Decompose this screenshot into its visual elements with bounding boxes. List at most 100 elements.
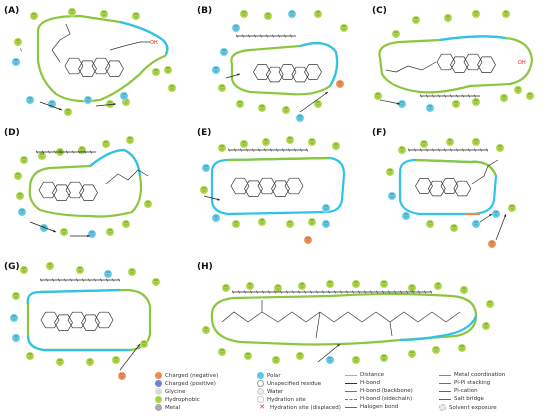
ring [453,180,472,197]
line-tick [19,48,23,52]
residue-number-mark [220,148,224,150]
residue-label-mark [390,193,394,195]
residue-label-mark [128,137,132,139]
residue-bubble [459,285,469,295]
residue-label-mark [488,301,492,303]
residue-label-mark [328,357,332,359]
line-tick [51,278,55,282]
residue-label-mark [154,69,158,71]
residue-number-mark [400,104,404,106]
residue-label-mark [284,107,288,109]
pocket-outline-polar [439,35,506,42]
residue-bubble [45,261,55,271]
residue-bubble [25,351,35,361]
residue-number-mark [14,62,18,64]
residue-number-mark [462,290,466,292]
residue-number-mark [48,266,52,268]
residue-label-mark [108,101,112,103]
line-tick [351,290,355,294]
line-tick [237,290,241,294]
line-tick [59,150,63,154]
residue-bubble [313,99,323,109]
line-tick [461,148,465,152]
residue-bubble [325,279,335,289]
residue-number-mark [40,156,44,158]
hbond-line [495,213,507,241]
residue-number-mark [454,104,458,106]
line-tick [259,34,263,38]
residue-number-mark [448,142,452,144]
residue-bubble [85,357,95,367]
residue-number-mark [274,360,278,362]
residue-number-mark [436,286,440,288]
pocket-outline-polar [398,158,498,216]
residue-number-mark [166,70,170,72]
residue-label-mark [446,15,450,17]
residue-label-mark [410,285,414,287]
residue-bubble [487,239,497,249]
ring [79,184,98,201]
residue-number-mark [410,354,414,356]
line-tick [71,150,75,154]
residue-number-mark [264,142,268,144]
line-tick [363,290,367,294]
line-tick [35,150,39,154]
ring [52,184,71,201]
residue-label-mark [108,229,112,231]
line-tick [293,148,297,152]
line-tick [449,148,453,152]
residue-bubble [373,91,383,101]
residue-number-mark [106,274,110,276]
residue-label-mark [502,95,506,97]
line-tick [455,94,459,98]
residue-number-mark [414,20,418,22]
residue-bubble [239,9,249,19]
residue-label-mark [22,267,26,269]
charged-positive-swatch [155,380,162,387]
residue-label-mark [14,335,18,337]
ring [105,60,124,77]
residue-number-mark [260,108,264,110]
residue-label-mark [130,269,134,271]
chain [385,61,437,73]
ring [291,66,310,83]
line-tick [449,94,453,98]
residue-number-mark [316,104,320,106]
residue-label-mark [338,81,342,83]
line-tick [419,94,423,98]
pocket-outline-hydrophobic [378,35,534,94]
line-tick [425,94,429,98]
residue-bubble [111,355,121,365]
residue-label-mark [274,357,278,359]
residue-label-mark [220,349,224,351]
line-tick [39,278,43,282]
residue-bubble [525,91,535,101]
residue-number-mark [214,218,218,220]
residue-label-mark [78,267,82,269]
residue-label-mark [114,357,118,359]
legend-pi-cation: Pi-cation [439,388,478,394]
residue-label-mark [42,225,46,227]
hbond-line [379,99,401,105]
residue-label-mark [224,285,228,287]
line-tick [87,278,91,282]
panel-label-c: (C) [372,6,387,16]
ring [81,314,100,331]
residue-label-mark [376,93,380,95]
ring [450,56,469,73]
residue-bubble [271,355,281,365]
residue-number-mark [222,52,226,54]
line-tick [425,148,429,152]
residue-label-mark [354,281,358,283]
residue-label-mark [120,373,124,375]
residue-number-mark [22,160,26,162]
residue-number-mark [102,14,106,16]
glycine-swatch [155,388,162,395]
residue-bubble [87,229,97,239]
residue-bubble [501,9,511,19]
residue-label-mark [122,93,126,95]
legend-salt-bridge: Salt bridge [439,396,484,402]
residue-bubble [433,281,443,291]
residue-bubble [307,137,317,147]
line-tick [455,148,459,152]
